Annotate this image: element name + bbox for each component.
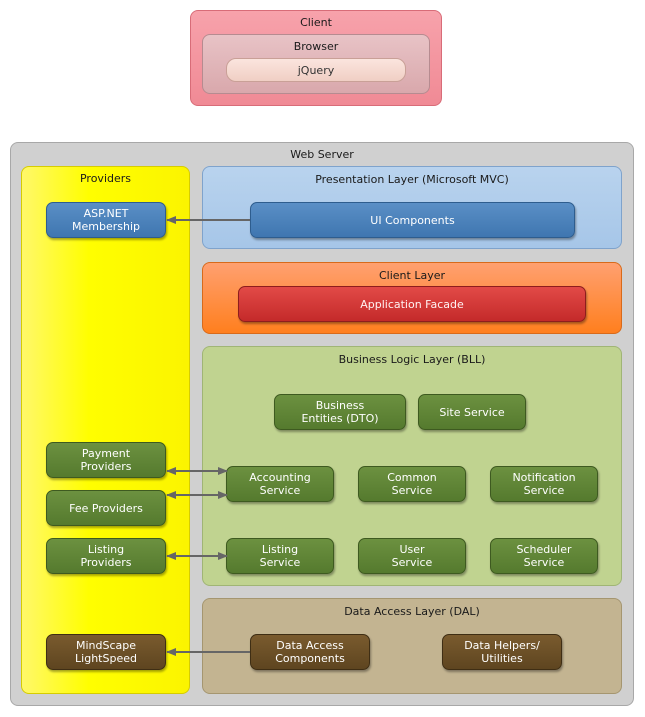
listing-service-node: Listing Service (226, 538, 334, 574)
mindscape-lightspeed-node: MindScape LightSpeed (46, 634, 166, 670)
payment-providers-node: Payment Providers (46, 442, 166, 478)
site-service-node: Site Service (418, 394, 526, 430)
client-layer-title: Client Layer (378, 269, 445, 282)
providers-title: Providers (79, 172, 132, 185)
bll-title: Business Logic Layer (BLL) (338, 353, 486, 366)
business-entities-node: Business Entities (DTO) (274, 394, 406, 430)
user-service-node: User Service (358, 538, 466, 574)
web-server-title: Web Server (290, 148, 354, 161)
common-service-node: Common Service (358, 466, 466, 502)
presentation-layer-title: Presentation Layer (Microsoft MVC) (315, 173, 509, 186)
fee-providers-node: Fee Providers (46, 490, 166, 526)
accounting-service-node: Accounting Service (226, 466, 334, 502)
dal-title: Data Access Layer (DAL) (344, 605, 480, 618)
jquery-node: jQuery (226, 58, 406, 82)
client-title: Client (300, 16, 332, 29)
data-helpers-node: Data Helpers/ Utilities (442, 634, 562, 670)
data-access-components-node: Data Access Components (250, 634, 370, 670)
ui-components-node: UI Components (250, 202, 575, 238)
listing-providers-node: Listing Providers (46, 538, 166, 574)
application-facade-node: Application Facade (238, 286, 586, 322)
asp-net-membership-node: ASP.NET Membership (46, 202, 166, 238)
scheduler-service-node: Scheduler Service (490, 538, 598, 574)
browser-title: Browser (293, 40, 339, 53)
notification-service-node: Notification Service (490, 466, 598, 502)
providers-container: Providers (21, 166, 190, 694)
